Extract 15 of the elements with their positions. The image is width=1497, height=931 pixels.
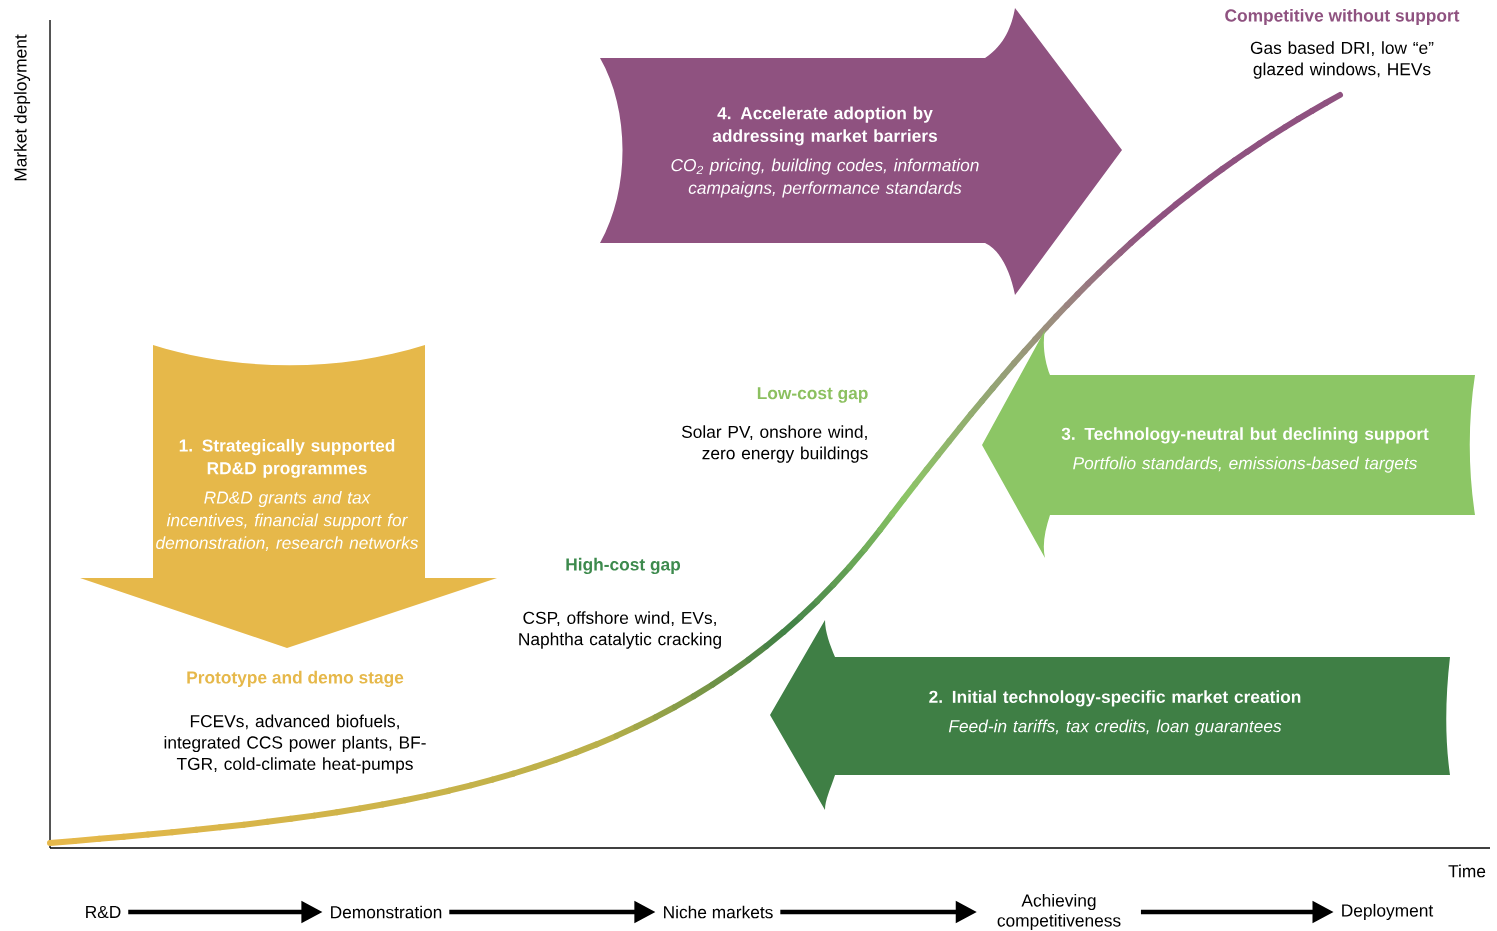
example-text: Gas based DRI, low “e” glazed windows, HEVs bbox=[1250, 41, 1434, 79]
example-text: Solar PV, onshore wind, zero energy buildings bbox=[681, 425, 868, 463]
heading-label: Low-cost gap bbox=[757, 387, 868, 403]
heading-label: Competitive without support bbox=[1225, 8, 1460, 26]
stage-label: Demonstration bbox=[331, 905, 442, 919]
stage-label: Deployment bbox=[1342, 903, 1434, 921]
axis-label: Time bbox=[1448, 864, 1486, 878]
example-text: CSP, offshore wind, EVs, Naphtha catalytic cracking bbox=[519, 611, 721, 649]
stage-label: R&D bbox=[86, 905, 121, 919]
axis-label: Market deployment bbox=[13, 34, 31, 181]
example-text: FCEVs, advanced biofuels, integrated CCS power plants, BF-TGR, cold-climate heat-pumps bbox=[164, 714, 426, 774]
heading-label: Prototype and demo stage bbox=[187, 670, 404, 688]
stage-label: Niche markets bbox=[664, 905, 773, 919]
stage-label: Achieving competitiveness bbox=[997, 893, 1121, 931]
heading-label: High-cost gap bbox=[566, 557, 681, 575]
